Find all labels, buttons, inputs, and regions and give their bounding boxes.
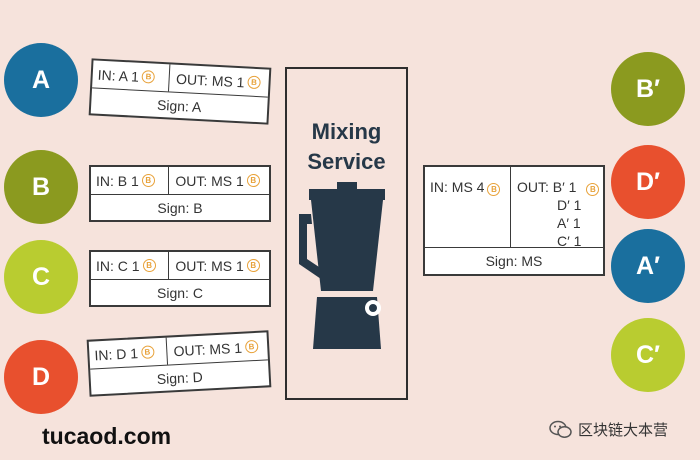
watermark-text: 区块链大本营 bbox=[578, 422, 669, 439]
mixing-service-box: Mixing Service bbox=[285, 67, 408, 400]
mixing-service-title: Mixing Service bbox=[287, 117, 406, 177]
output-tx-out-line: C′ 1 bbox=[557, 233, 582, 249]
wechat-icon bbox=[549, 420, 572, 438]
tx-b-in: IN: B 1 bbox=[96, 172, 139, 189]
tx-b-sign: Sign: B bbox=[157, 200, 203, 216]
watermark: 区块链大本营 bbox=[549, 419, 668, 440]
coin-icon: B bbox=[487, 183, 501, 196]
node-c-prime: C′ bbox=[611, 318, 685, 392]
tx-c-in: IN: C 1 bbox=[96, 257, 140, 274]
tx-a-out: OUT: MS 1 bbox=[175, 70, 245, 90]
tx-a-in: IN: A 1 bbox=[97, 66, 140, 85]
output-tx-sign: Sign: MS bbox=[485, 252, 543, 269]
coin-icon: B bbox=[141, 174, 155, 187]
node-b: B bbox=[4, 150, 78, 224]
coin-icon: B bbox=[586, 183, 600, 196]
output-tx-out-line: D′ 1 bbox=[557, 197, 582, 213]
tx-d-out: OUT: MS 1 bbox=[173, 339, 243, 359]
coin-icon: B bbox=[141, 69, 156, 84]
tx-b-out: OUT: MS 1 bbox=[175, 172, 244, 189]
node-a: A bbox=[4, 43, 78, 117]
tx-d-in: IN: D 1 bbox=[94, 344, 139, 363]
coin-icon: B bbox=[142, 259, 156, 272]
tx-c-out: OUT: MS 1 bbox=[175, 257, 244, 274]
mixing-title-line2: Service bbox=[307, 149, 386, 174]
coin-icon: B bbox=[247, 75, 261, 90]
node-b-prime: B′ bbox=[611, 52, 685, 126]
output-tx-in: IN: MS 4 bbox=[430, 179, 485, 195]
coin-icon: B bbox=[246, 259, 260, 272]
site-label: tucaod.com bbox=[42, 423, 172, 449]
output-tx-out-line: A′ 1 bbox=[557, 215, 581, 231]
node-c: C bbox=[4, 240, 78, 314]
node-a-prime: A′ bbox=[611, 229, 685, 303]
coin-icon: B bbox=[244, 339, 259, 354]
node-d-prime: D′ bbox=[611, 145, 685, 219]
tx-c-sign: Sign: C bbox=[157, 285, 203, 301]
mixing-title-line1: Mixing bbox=[311, 119, 382, 144]
node-d: D bbox=[4, 340, 78, 414]
blender-icon bbox=[299, 182, 385, 349]
output-tx-out-line: OUT: B′ 1 bbox=[517, 179, 577, 195]
coin-icon: B bbox=[140, 345, 155, 359]
output-tx-out: OUT: B′ 1 B D′ 1 A′ 1 C′ 1 bbox=[517, 179, 600, 251]
coin-icon: B bbox=[246, 174, 260, 187]
